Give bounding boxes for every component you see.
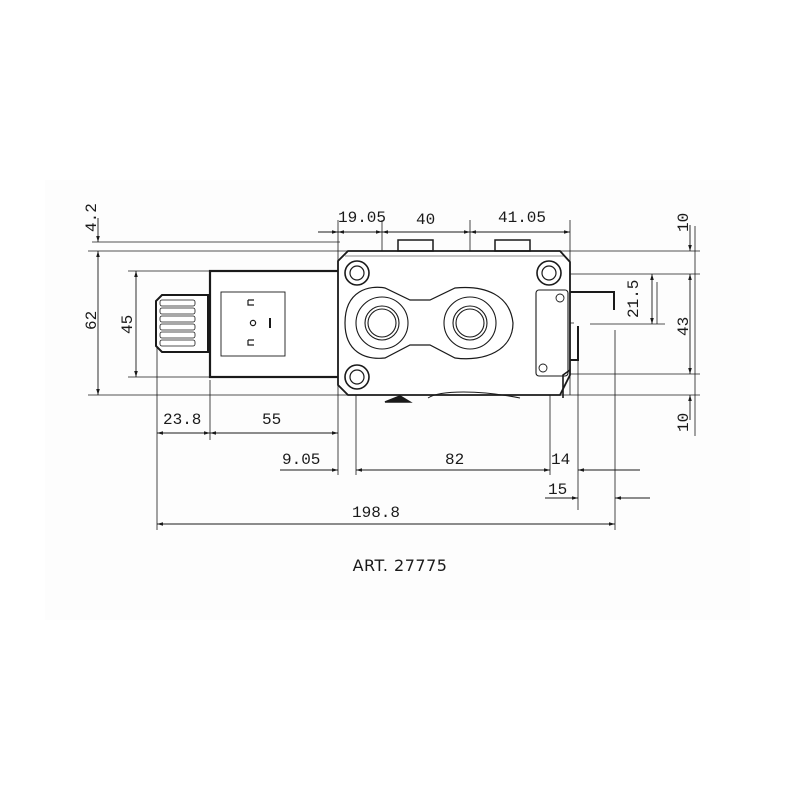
ports — [355, 296, 497, 350]
dim-9-05: 9.05 — [282, 451, 320, 469]
dim-40: 40 — [416, 211, 435, 229]
dimension-labels: 19.05 40 41.05 4.2 62 45 10 21.5 43 10 2… — [83, 203, 693, 522]
dim-55: 55 — [262, 411, 281, 429]
dim-4-2: 4.2 — [83, 203, 101, 232]
valve-body — [337, 239, 615, 403]
dim-10-top: 10 — [675, 213, 693, 232]
dim-10-bottom: 10 — [675, 413, 693, 432]
dim-45: 45 — [119, 315, 137, 334]
dim-62: 62 — [83, 311, 101, 330]
dim-21-5: 21.5 — [625, 280, 643, 318]
dim-82: 82 — [445, 451, 464, 469]
mounting-holes — [344, 260, 562, 390]
article-number: ART. 27775 — [352, 556, 448, 575]
article-caption: ART. 27775 — [0, 556, 800, 575]
solenoid-knob — [155, 294, 209, 353]
dim-15: 15 — [548, 481, 567, 499]
solenoid-coil — [208, 269, 342, 379]
dim-41-05: 41.05 — [498, 209, 546, 227]
dim-14: 14 — [551, 451, 570, 469]
dim-43: 43 — [675, 317, 693, 336]
dim-23-8: 23.8 — [163, 411, 201, 429]
dim-19-05: 19.05 — [338, 209, 386, 227]
dimension-lines — [96, 218, 692, 526]
connector-symbol-icon — [247, 299, 271, 346]
dim-198-8: 198.8 — [352, 504, 400, 522]
